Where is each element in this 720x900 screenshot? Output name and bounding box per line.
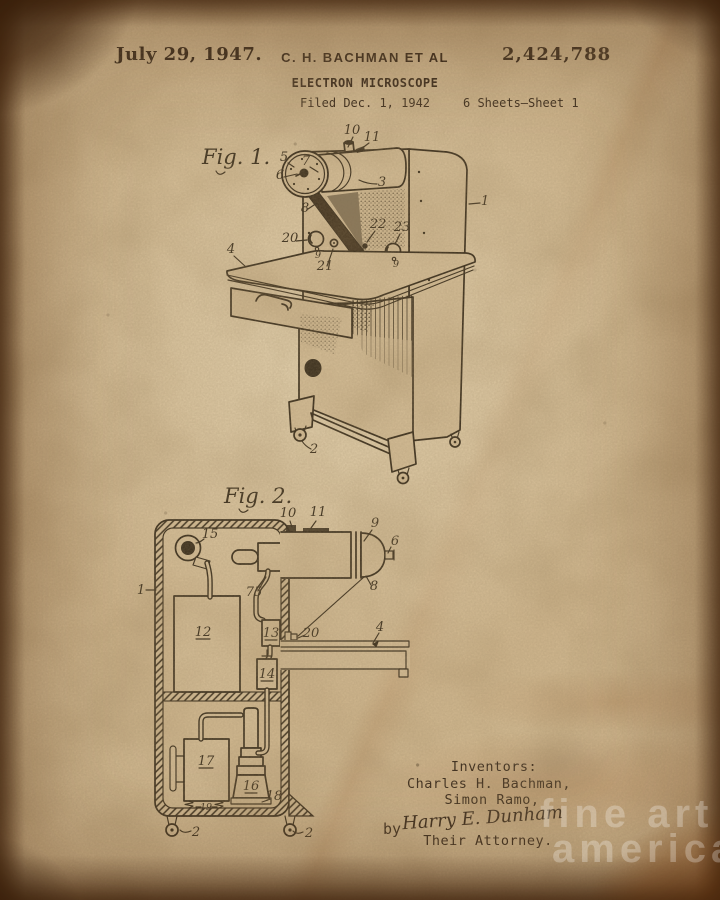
ref-7: 7 bbox=[302, 154, 311, 169]
ref-1: 1 bbox=[137, 583, 145, 598]
ref-15: 15 bbox=[202, 527, 219, 542]
ref-21: 21 bbox=[316, 259, 334, 274]
patent-date: July 29, 1947. bbox=[116, 44, 262, 65]
ref-8: 8 bbox=[370, 579, 378, 594]
attorney-label: Their Attorney. bbox=[404, 833, 572, 849]
ref-3: 3 bbox=[378, 175, 386, 190]
caption-underline bbox=[239, 509, 248, 512]
ref-9b: 9 bbox=[393, 259, 399, 270]
control-knob-20 bbox=[309, 232, 324, 247]
filing-date: Filed Dec. 1, 1942 bbox=[255, 96, 475, 110]
wall-fitting-20b bbox=[291, 634, 297, 640]
center-knob bbox=[300, 169, 309, 178]
ref-6: 6 bbox=[276, 168, 284, 183]
capsule-pipe bbox=[232, 550, 258, 564]
front-left-foot bbox=[289, 396, 314, 432]
figure-2: Fig. 2. bbox=[137, 484, 410, 841]
ref-20: 20 bbox=[302, 626, 320, 641]
cabinet-side-panel bbox=[409, 149, 467, 441]
ref-2b: 2 bbox=[304, 826, 313, 841]
column-section bbox=[280, 525, 394, 579]
inventor-name-1: Charles H. Bachman, bbox=[389, 776, 589, 792]
indicator-22 bbox=[362, 243, 367, 248]
ref-8: 8 bbox=[301, 201, 309, 216]
invention-title: ELECTRON MICROSCOPE bbox=[255, 76, 475, 90]
ref-22: 22 bbox=[369, 217, 387, 232]
figure-2-caption: Fig. 2. bbox=[223, 484, 292, 508]
figure-1-caption: Fig. 1. bbox=[201, 145, 270, 169]
port-hole bbox=[305, 359, 322, 377]
ref-75: 75 bbox=[246, 585, 263, 600]
microscope-column bbox=[282, 140, 406, 197]
ref-4: 4 bbox=[375, 620, 384, 635]
ref-2: 2 bbox=[309, 442, 318, 457]
top-fitting-10 bbox=[286, 525, 296, 532]
side-bracket bbox=[170, 746, 176, 791]
ref-9a: 9 bbox=[315, 250, 321, 261]
base-foot-wedge bbox=[289, 794, 313, 816]
ref-20: 20 bbox=[281, 231, 299, 246]
ref-10: 10 bbox=[280, 506, 297, 521]
ref-17: 17 bbox=[198, 754, 215, 769]
front-right-foot bbox=[388, 432, 416, 472]
inventors-heading: Inventors: bbox=[394, 759, 594, 775]
ref-2a: 2 bbox=[191, 825, 200, 840]
sheet-number: 6 Sheets—Sheet 1 bbox=[463, 96, 579, 110]
figure-1: Fig. 1. bbox=[201, 123, 489, 484]
ref-18: 18 bbox=[266, 789, 283, 804]
ref-19: 19 bbox=[200, 802, 212, 813]
ref-16: 16 bbox=[243, 779, 260, 794]
component-box-17 bbox=[184, 739, 229, 801]
ref-4: 4 bbox=[226, 242, 235, 257]
hatch-shading-dense bbox=[352, 295, 414, 341]
ref-5: 5 bbox=[280, 150, 288, 165]
ref-12: 12 bbox=[195, 625, 212, 640]
ref-23: 23 bbox=[393, 220, 411, 235]
ref-13: 13 bbox=[263, 626, 280, 641]
caption-underline bbox=[216, 171, 225, 174]
inventor-names: C. H. BACHMAN ET AL bbox=[258, 50, 472, 65]
table-bracket bbox=[399, 669, 408, 677]
patent-number: 2,424,788 bbox=[502, 44, 611, 65]
ref-1: 1 bbox=[481, 194, 489, 209]
wall-box bbox=[258, 543, 282, 571]
component-box-12 bbox=[174, 596, 240, 692]
shelf-divider bbox=[163, 692, 281, 701]
by-label: by bbox=[383, 820, 401, 838]
ref-9: 9 bbox=[371, 516, 379, 531]
ref-11: 11 bbox=[364, 130, 381, 145]
ref-11: 11 bbox=[310, 505, 327, 520]
caster-left bbox=[166, 816, 178, 836]
table-section bbox=[280, 640, 410, 677]
top-strip-11 bbox=[303, 528, 329, 532]
ref-10: 10 bbox=[344, 123, 361, 138]
ref-6: 6 bbox=[391, 534, 399, 549]
ref-14: 14 bbox=[259, 667, 276, 682]
caster-right bbox=[284, 816, 296, 836]
